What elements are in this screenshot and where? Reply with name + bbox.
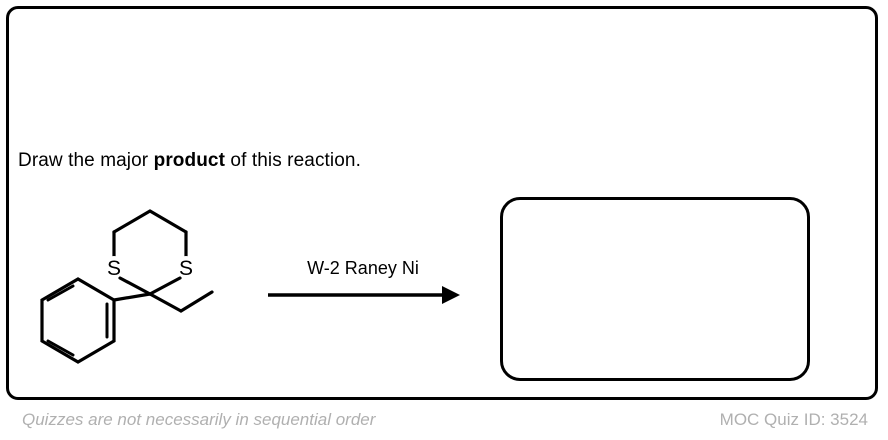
footer-note: Quizzes are not necessarily in sequentia…	[22, 410, 376, 429]
footer: Quizzes are not necessarily in sequentia…	[0, 404, 888, 440]
prompt-emphasis: product	[153, 150, 226, 171]
page-title: Draw the major product of this reaction.	[18, 150, 361, 172]
answer-drawing-box[interactable]	[500, 197, 810, 381]
quiz-id-label: MOC Quiz ID: 3524	[719, 410, 868, 429]
prompt-after: of this reaction.	[225, 150, 361, 171]
reagent-label: W-2 Raney Ni	[307, 258, 419, 278]
prompt-before: Draw the major	[18, 150, 154, 171]
